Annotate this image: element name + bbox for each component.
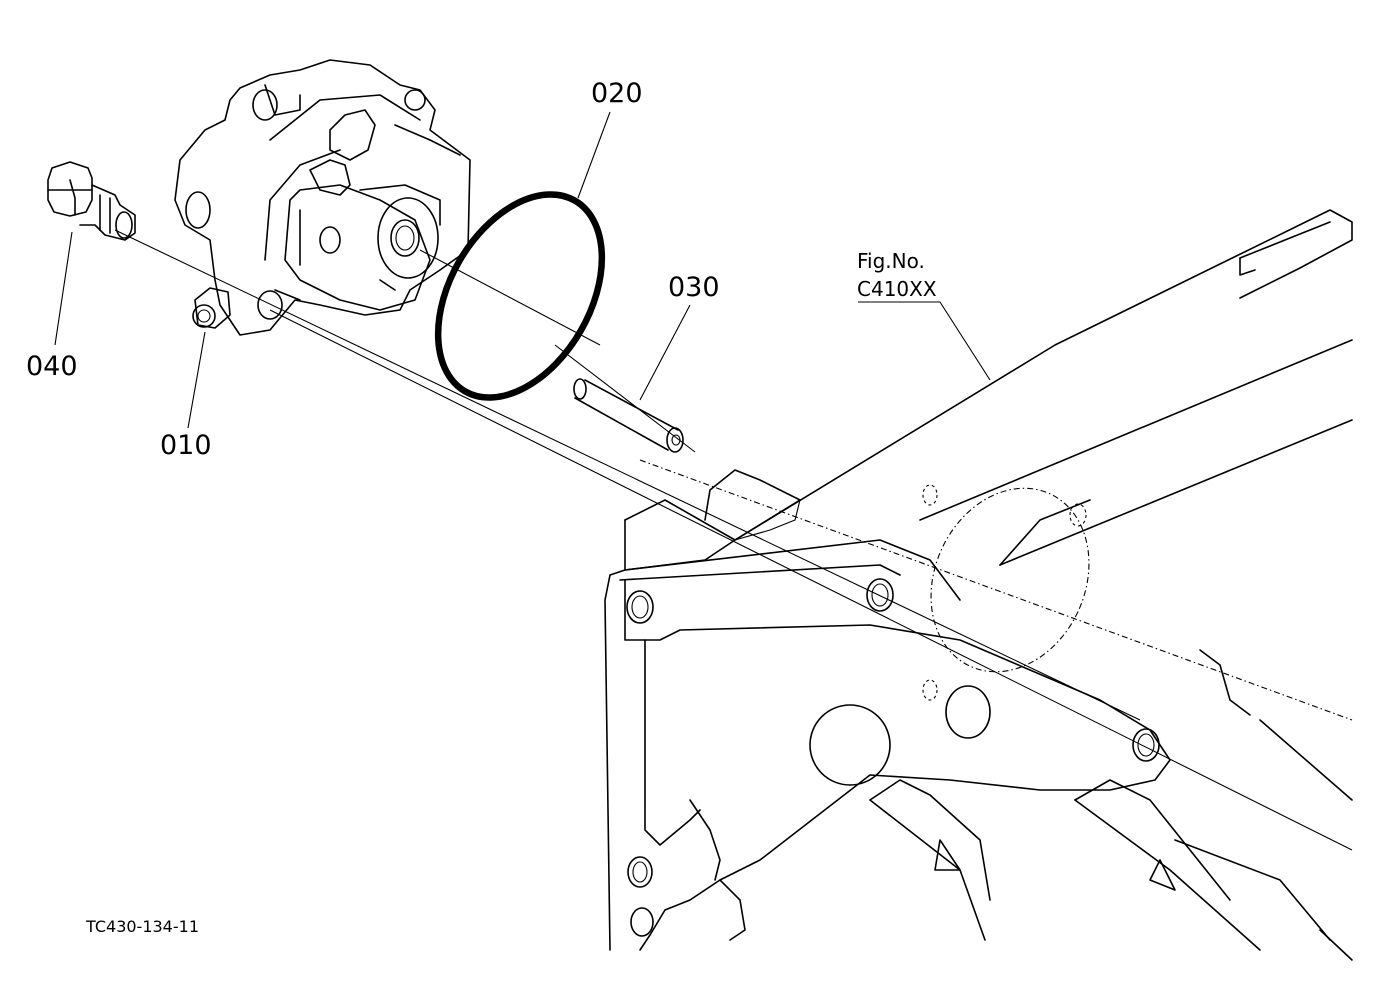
label-part-040: 040 bbox=[26, 351, 78, 382]
fitting-010 bbox=[192, 287, 231, 329]
drawing-id: TC430-134-11 bbox=[85, 917, 199, 936]
pin-030 bbox=[573, 378, 684, 453]
label-fig-ref-code: C410XX bbox=[857, 277, 937, 301]
label-fig-no: Fig.No. bbox=[857, 249, 925, 273]
o-ring-020 bbox=[434, 191, 606, 401]
label-part-010: 010 bbox=[160, 430, 212, 461]
label-part-030: 030 bbox=[668, 272, 720, 303]
plug-bolt-040 bbox=[47, 161, 136, 241]
pump-assembly bbox=[174, 59, 471, 336]
leader-lines bbox=[54, 111, 991, 429]
transmission-case bbox=[604, 209, 1353, 961]
label-part-020: 020 bbox=[591, 78, 643, 109]
